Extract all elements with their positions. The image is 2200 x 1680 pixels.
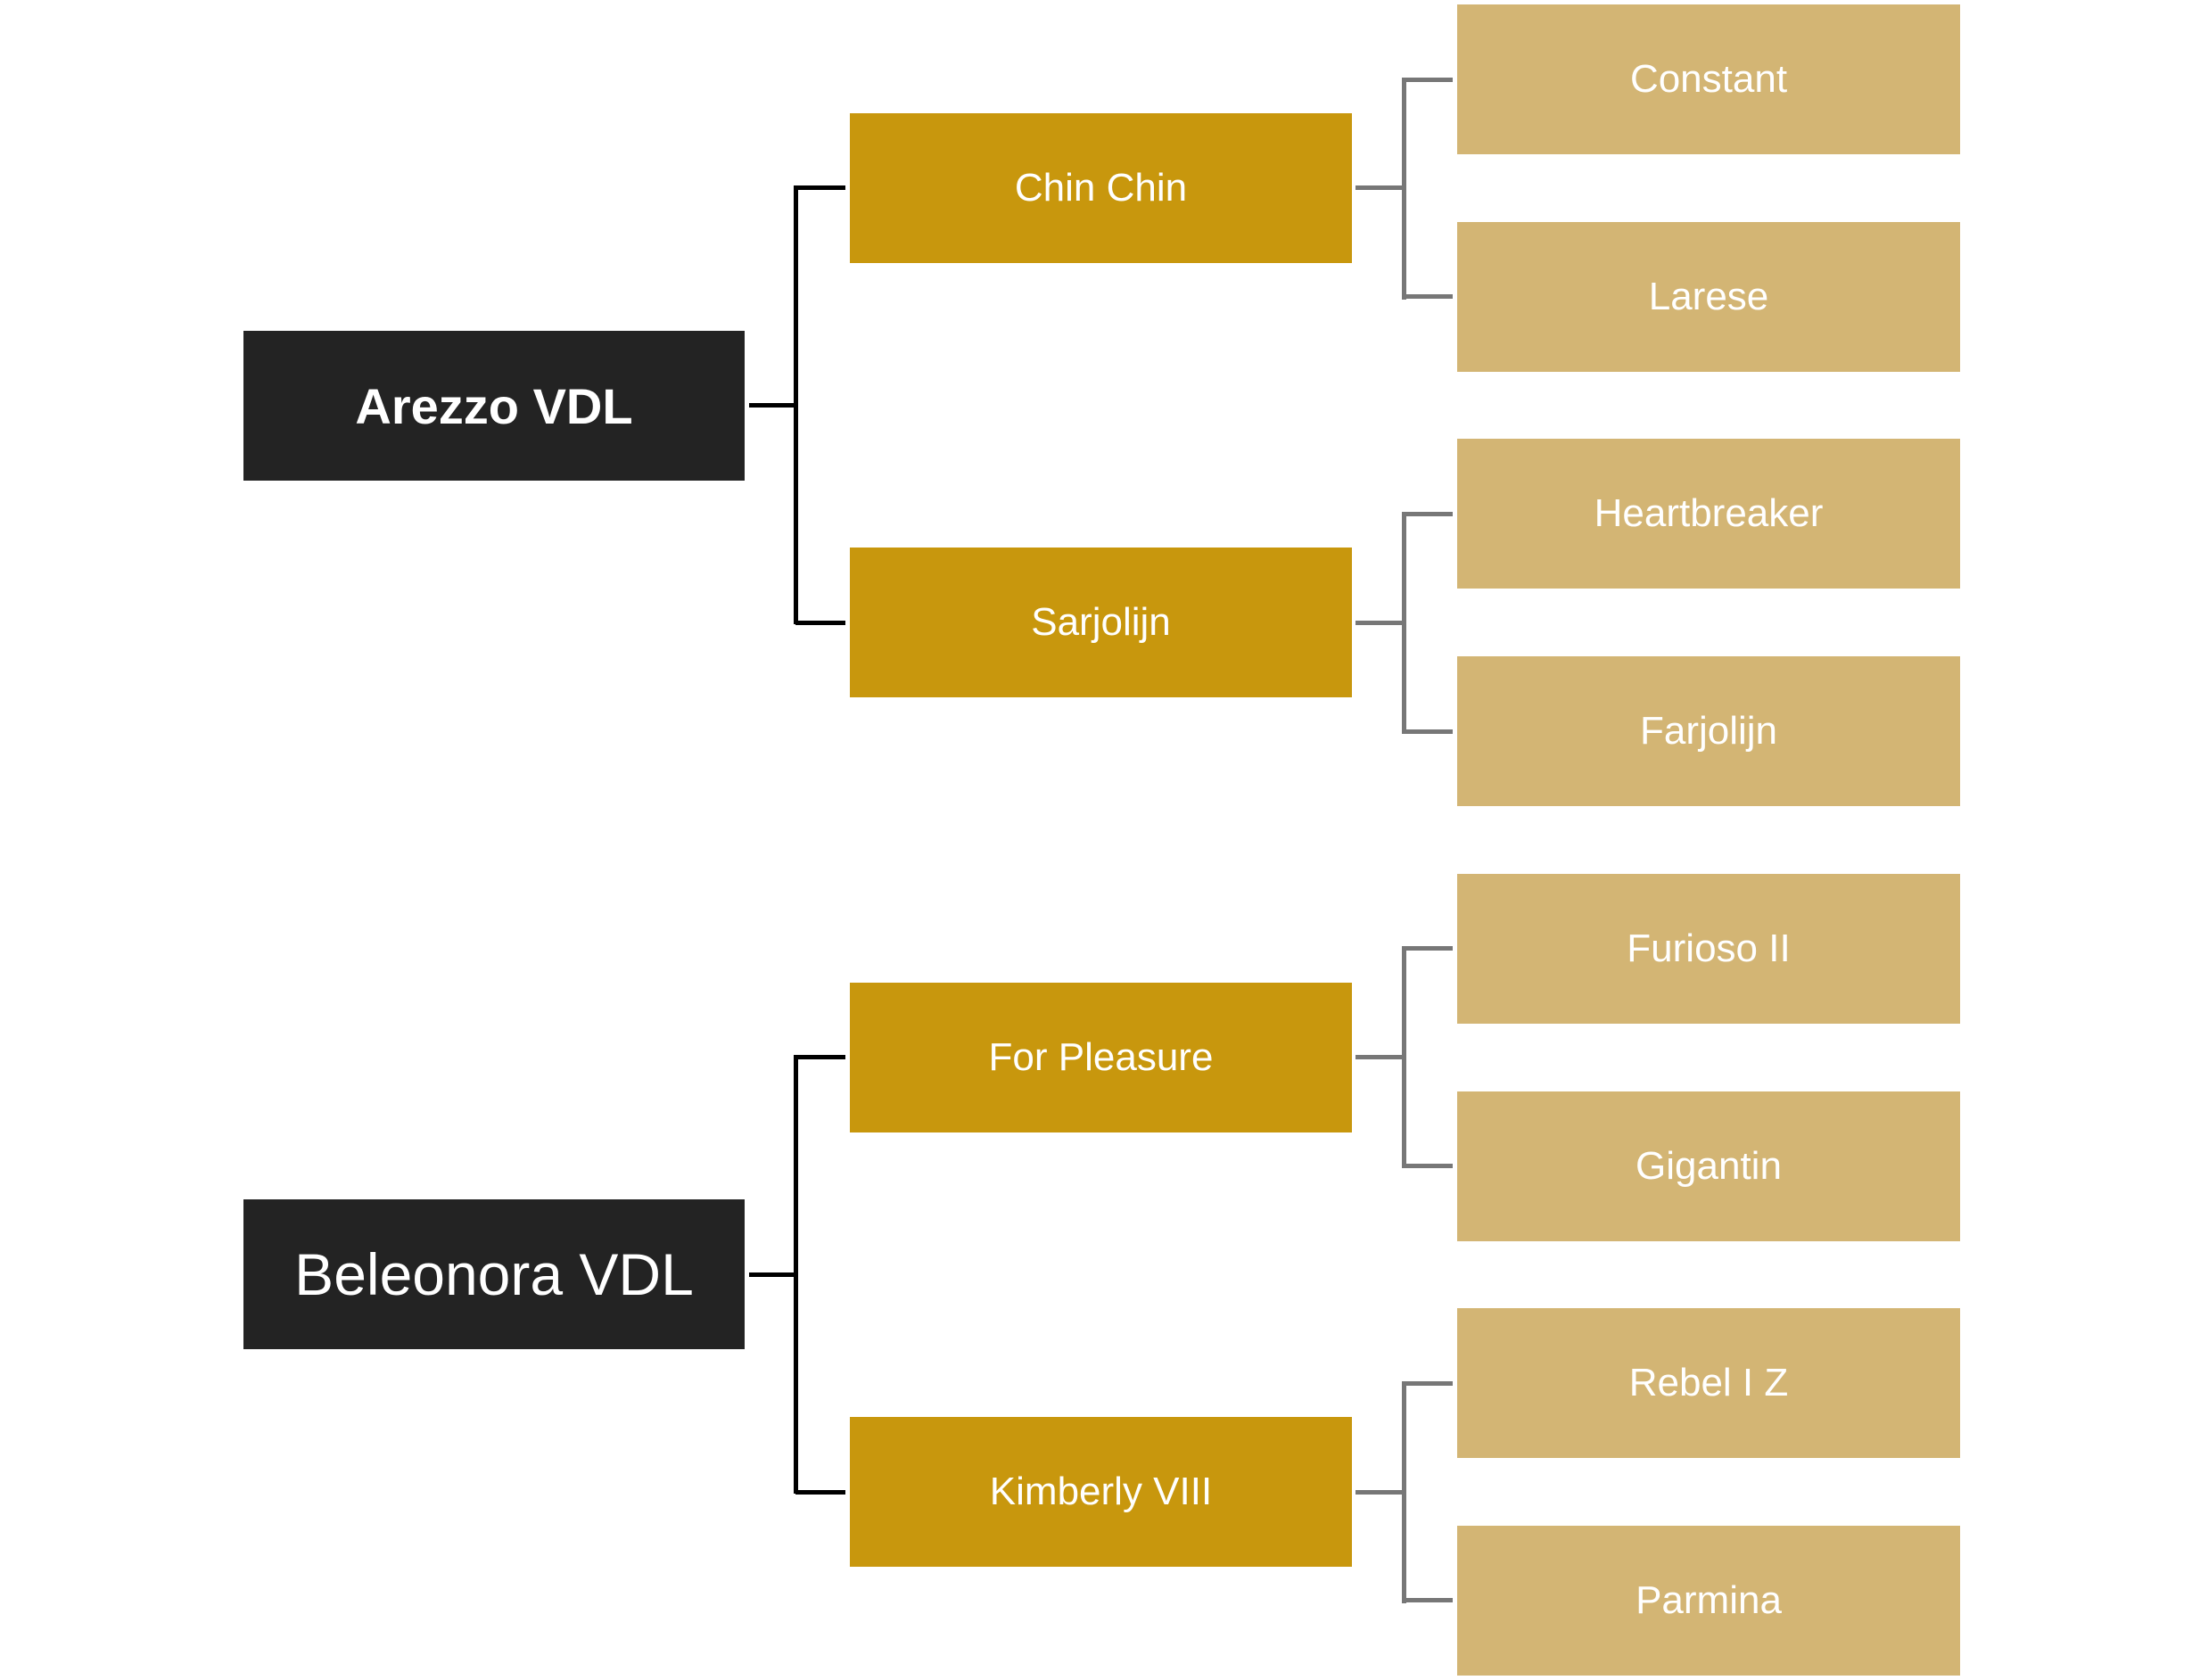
connector-stub-beleonora-vdl	[749, 1272, 796, 1277]
grandparent-node-constant-label: Constant	[1629, 57, 1788, 101]
connector-branch-parmina	[1404, 1598, 1453, 1602]
parent-node-sarjolijn-label: Sarjolijn	[1031, 600, 1171, 644]
grandparent-node-rebel-i-z-label: Rebel I Z	[1628, 1361, 1789, 1404]
connector-stub-chin-chin	[1355, 185, 1404, 190]
parent-node-for-pleasure: For Pleasure	[850, 983, 1352, 1132]
grandparent-node-farjolijn: Farjolijn	[1457, 656, 1960, 806]
connector-branch-larese	[1404, 294, 1453, 299]
connector-stub-kimberly-viii	[1355, 1490, 1404, 1495]
grandparent-node-constant: Constant	[1457, 4, 1960, 154]
grandparent-node-farjolijn-label: Farjolijn	[1639, 709, 1778, 753]
root-node-arezzo-vdl: Arezzo VDL	[243, 331, 745, 481]
connector-stub-sarjolijn	[1355, 621, 1404, 625]
connector-branch-heartbreaker	[1404, 512, 1453, 516]
parent-node-for-pleasure-label: For Pleasure	[988, 1035, 1214, 1079]
parent-node-kimberly-viii-label: Kimberly VIII	[989, 1470, 1213, 1513]
root-node-beleonora-vdl-label: Beleonora VDL	[294, 1241, 694, 1307]
connector-bracket-kimberly-viii	[1402, 1381, 1406, 1603]
grandparent-node-larese: Larese	[1457, 222, 1960, 372]
connector-branch-gigantin	[1404, 1164, 1453, 1168]
grandparent-node-parmina: Parmina	[1457, 1526, 1960, 1676]
parent-node-sarjolijn: Sarjolijn	[850, 548, 1352, 697]
grandparent-node-gigantin-label: Gigantin	[1636, 1144, 1782, 1188]
connector-branch-kimberly-viii	[795, 1490, 845, 1495]
parent-node-chin-chin-label: Chin Chin	[1014, 166, 1188, 210]
connector-bracket-beleonora-vdl	[794, 1055, 798, 1494]
connector-branch-chin-chin	[795, 185, 845, 190]
parent-node-kimberly-viii: Kimberly VIII	[850, 1417, 1352, 1567]
connector-branch-farjolijn	[1404, 729, 1453, 734]
grandparent-node-rebel-i-z: Rebel I Z	[1457, 1308, 1960, 1458]
connector-bracket-for-pleasure	[1402, 946, 1406, 1168]
connector-branch-sarjolijn	[795, 621, 845, 625]
connector-bracket-arezzo-vdl	[794, 185, 798, 624]
grandparent-node-heartbreaker: Heartbreaker	[1457, 439, 1960, 589]
grandparent-node-larese-label: Larese	[1648, 275, 1769, 318]
connector-branch-constant	[1404, 78, 1453, 82]
root-node-beleonora-vdl: Beleonora VDL	[243, 1199, 745, 1349]
grandparent-node-parmina-label: Parmina	[1636, 1578, 1782, 1622]
grandparent-node-heartbreaker-label: Heartbreaker	[1594, 491, 1824, 535]
grandparent-node-furioso-ii-label: Furioso II	[1627, 926, 1791, 970]
connector-stub-arezzo-vdl	[749, 403, 796, 408]
root-node-arezzo-vdl-label: Arezzo VDL	[355, 377, 633, 434]
connector-bracket-chin-chin	[1402, 78, 1406, 300]
parent-node-chin-chin: Chin Chin	[850, 113, 1352, 263]
grandparent-node-furioso-ii: Furioso II	[1457, 874, 1960, 1024]
connector-branch-furioso-ii	[1404, 946, 1453, 951]
connector-bracket-sarjolijn	[1402, 512, 1406, 734]
grandparent-node-gigantin: Gigantin	[1457, 1091, 1960, 1241]
connector-stub-for-pleasure	[1355, 1055, 1404, 1059]
connector-branch-rebel-i-z	[1404, 1381, 1453, 1386]
connector-branch-for-pleasure	[795, 1055, 845, 1059]
